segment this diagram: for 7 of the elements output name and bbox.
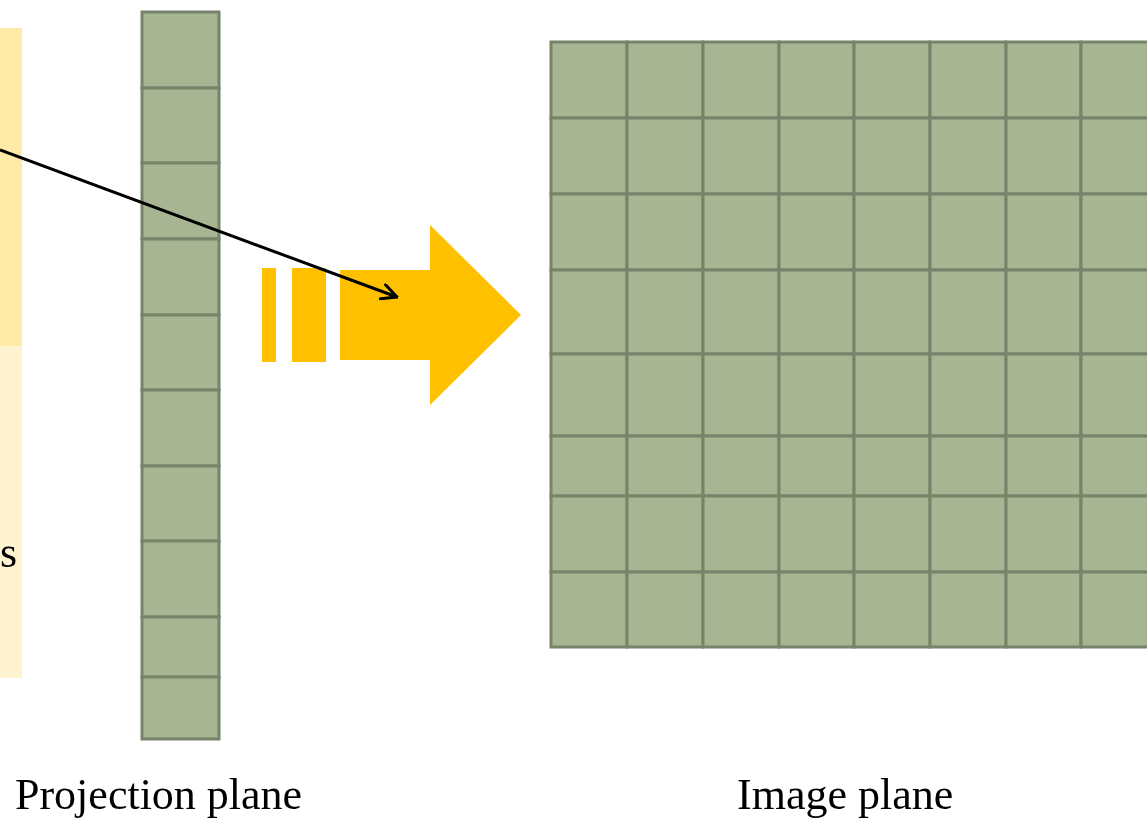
plane-caption: Projection plane: [15, 770, 303, 820]
plane-caption: Image plane: [737, 770, 954, 820]
panel-text: s: [0, 528, 18, 578]
panel: [0, 346, 22, 678]
block-arrow: [262, 225, 521, 405]
panel: [0, 28, 22, 346]
arrow: [0, 148, 399, 301]
